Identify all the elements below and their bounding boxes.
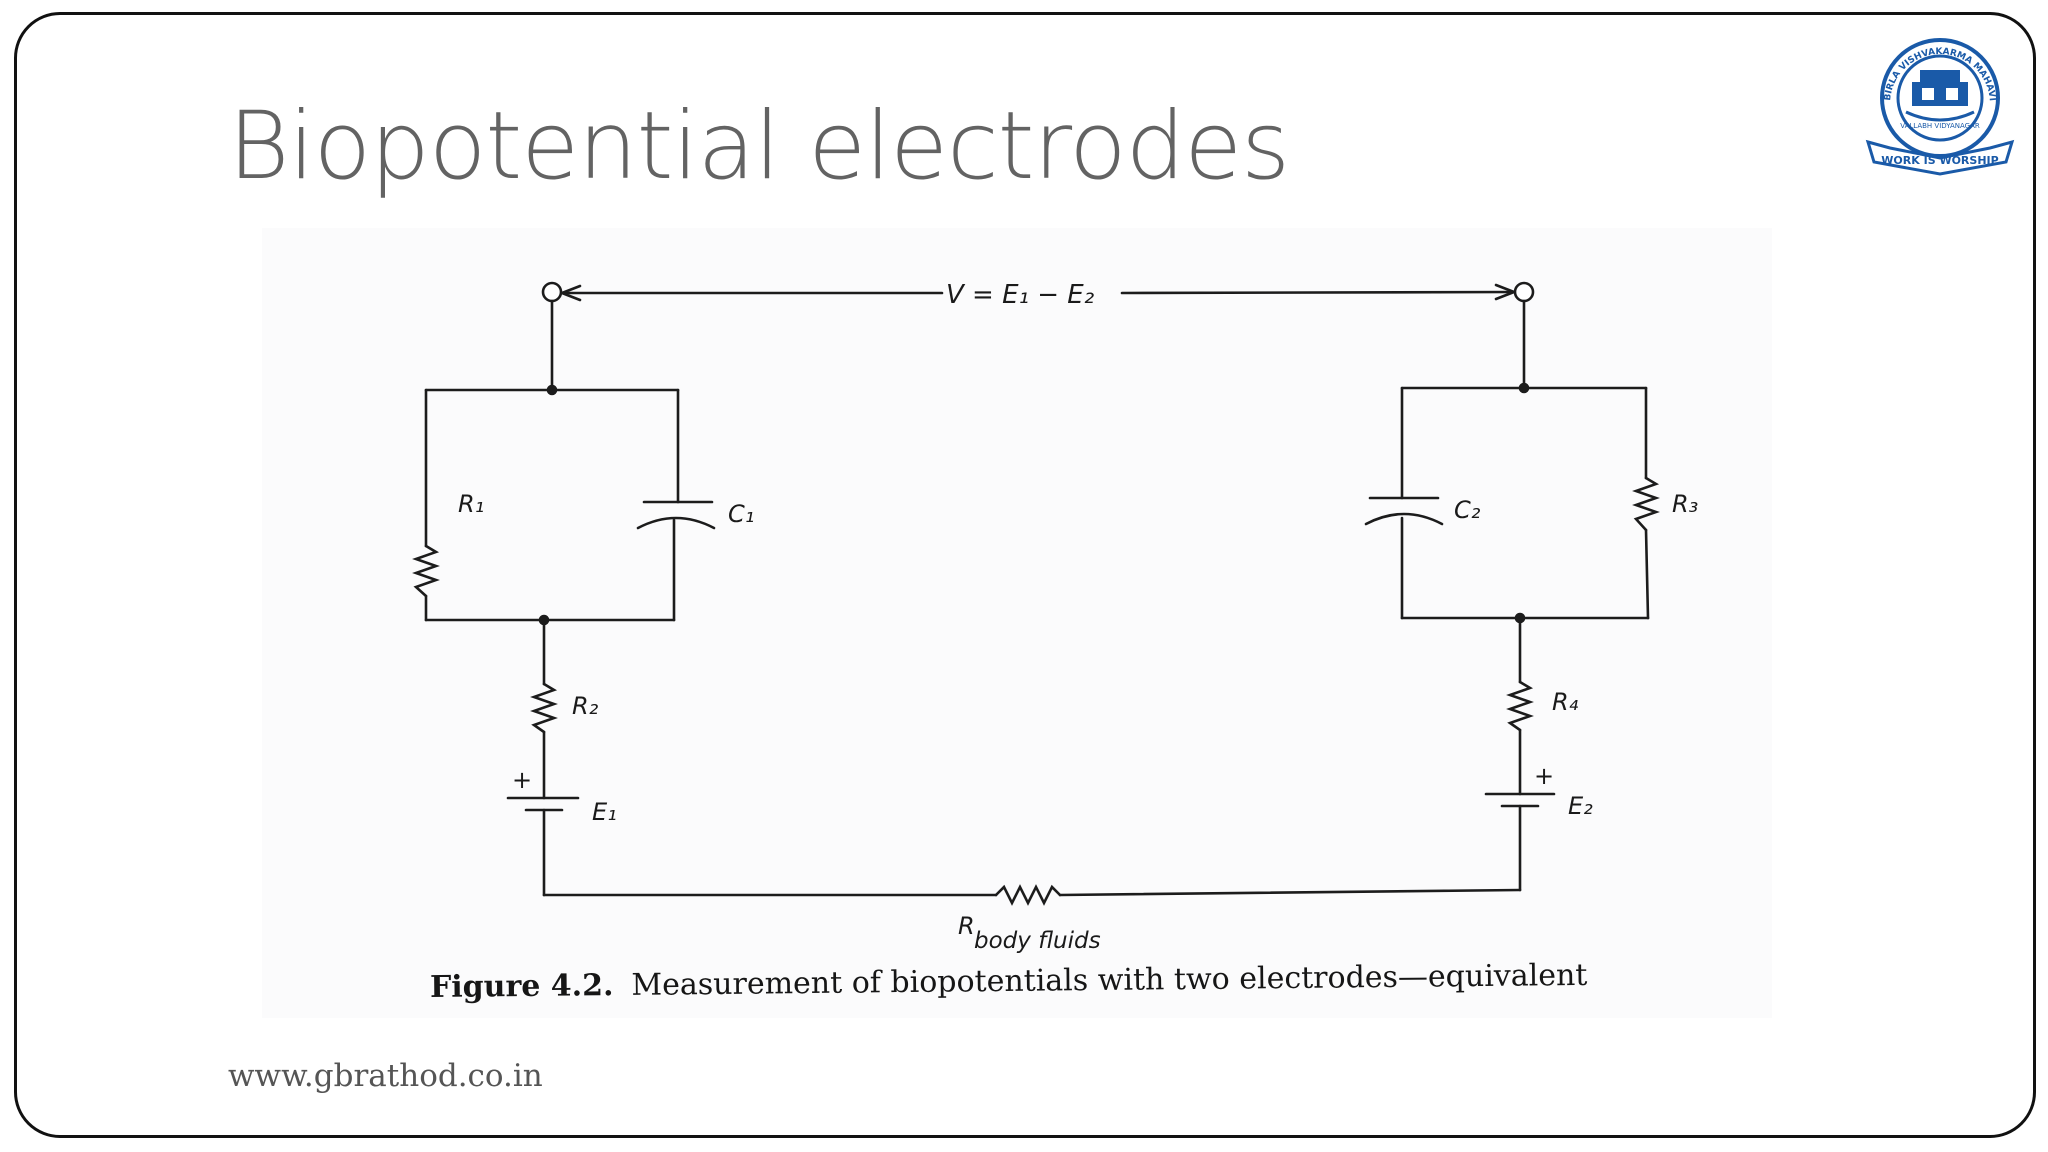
college-logo: BIRLA VISHVAKARMA MAHAVIDYALAYA VALLABH … [1860, 24, 2015, 176]
circuit-diagram: V = E₁ − E₂ R₁ C₁ R₂ + E₁ C₂ R₃ R₄ + E₂ … [412, 280, 1698, 954]
label-r-body-sub: body fluids [974, 928, 1101, 954]
footer-url: www.gbrathod.co.in [228, 1058, 543, 1094]
label-r3: R₃ [1672, 490, 1698, 518]
label-r-body: R [958, 912, 975, 940]
left-terminal [541, 281, 563, 303]
label-r1: R₁ [458, 490, 484, 518]
label-plus-right: + [1534, 762, 1554, 790]
label-e2: E₂ [1568, 792, 1593, 820]
label-c2: C₂ [1454, 496, 1481, 524]
logo-city: VALLABH VIDYANAGAR [1900, 122, 1980, 130]
label-e1: E₁ [592, 798, 617, 826]
label-c1: C₁ [728, 500, 754, 528]
slide-title: Biopotential electrodes [228, 92, 1290, 201]
circuit-figure: V = E₁ − E₂ R₁ C₁ R₂ + E₁ C₂ R₃ R₄ + E₂ … [262, 228, 1772, 1018]
label-r4: R₄ [1552, 688, 1579, 716]
voltage-label: V = E₁ − E₂ [946, 280, 1094, 310]
figure-number: Figure 4.2. [429, 968, 614, 1005]
right-terminal [1513, 281, 1535, 303]
label-plus-left: + [512, 766, 532, 794]
label-r2: R₂ [572, 692, 599, 720]
logo-motto: WORK IS WORSHIP [1881, 154, 1998, 167]
